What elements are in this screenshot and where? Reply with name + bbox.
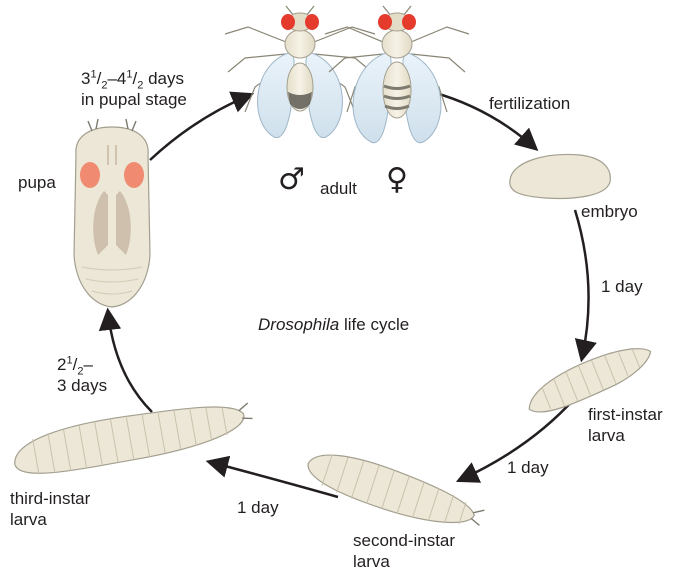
diagram-title: Drosophila life cycle: [258, 314, 409, 335]
male-left-eye: [281, 14, 295, 30]
pupa-left-eye: [80, 162, 100, 188]
female-right-eye: [402, 14, 416, 30]
pupa-right-eye: [124, 162, 144, 188]
third-to-pupa-duration: 21/2– 3 days: [57, 354, 107, 396]
male-symbol: ♂: [278, 165, 305, 195]
third-instar-label: third-instar larva: [10, 488, 90, 530]
second-instar-larva-shape: [302, 444, 488, 539]
embryo-label: embryo: [581, 201, 638, 222]
pupa-shape: [74, 119, 150, 307]
female-left-eye: [378, 14, 392, 30]
arrow-third-instar-to-pupa: [108, 312, 152, 412]
male-adult-fly: [225, 6, 375, 138]
second-to-third-duration: 1 day: [237, 497, 279, 518]
second-instar-label: second-instar larva: [353, 530, 455, 572]
arrow-embryo-to-first-instar: [575, 210, 589, 358]
pupa-to-adult-duration: 31/2–41/2 days in pupal stage: [81, 68, 187, 110]
female-symbol: ♀: [386, 165, 408, 195]
fertilization-label: fertilization: [489, 93, 570, 114]
first-to-second-duration: 1 day: [507, 457, 549, 478]
female-adult-fly: [325, 6, 469, 143]
adult-label: adult: [320, 178, 357, 199]
first-instar-label: first-instar larva: [588, 404, 663, 446]
male-right-eye: [305, 14, 319, 30]
third-instar-larva-shape: [10, 394, 256, 480]
pupa-label: pupa: [18, 172, 56, 193]
embryo-shape: [510, 154, 611, 198]
embryo-to-first-duration: 1 day: [601, 276, 643, 297]
